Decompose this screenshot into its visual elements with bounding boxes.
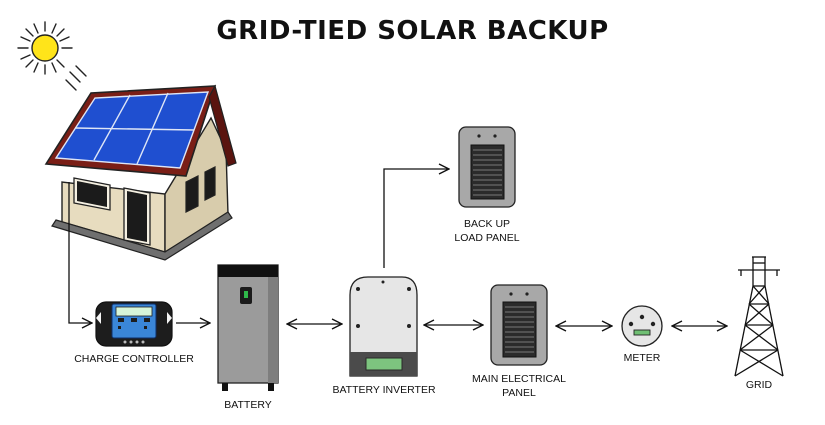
grid-label: GRID	[745, 379, 773, 391]
meter-icon	[621, 305, 663, 347]
battery-inverter-icon	[349, 276, 418, 377]
connector-house-to-charge-controller	[68, 182, 92, 323]
sun-icon	[17, 21, 87, 91]
backup-load-panel-label-line2: LOAD PANEL	[454, 232, 520, 244]
charge-controller-label: CHARGE CONTROLLER	[74, 353, 194, 365]
meter-label: METER	[623, 352, 661, 364]
load-panel-icon	[458, 126, 516, 208]
charge-controller-icon	[95, 301, 173, 347]
battery-inverter-label: BATTERY INVERTER	[332, 384, 436, 396]
main-electrical-panel-label-line2: PANEL	[502, 387, 536, 399]
backup-load-panel-label: BACK UP LOAD PANEL	[437, 217, 537, 245]
electrical-panel-icon	[490, 284, 548, 366]
main-electrical-panel-label: MAIN ELECTRICAL PANEL	[464, 372, 574, 400]
house-with-solar-panels-icon	[44, 84, 237, 261]
main-electrical-panel-label-line1: MAIN ELECTRICAL	[472, 373, 566, 385]
backup-load-panel-label-line1: BACK UP	[463, 218, 511, 230]
diagram-title: GRID-TIED SOLAR BACKUP	[216, 16, 609, 46]
connector-battery-inverter-to-backup-panel	[383, 169, 449, 268]
transmission-tower-icon	[734, 256, 784, 377]
battery-icon	[217, 264, 279, 391]
battery-label: BATTERY	[224, 399, 272, 411]
